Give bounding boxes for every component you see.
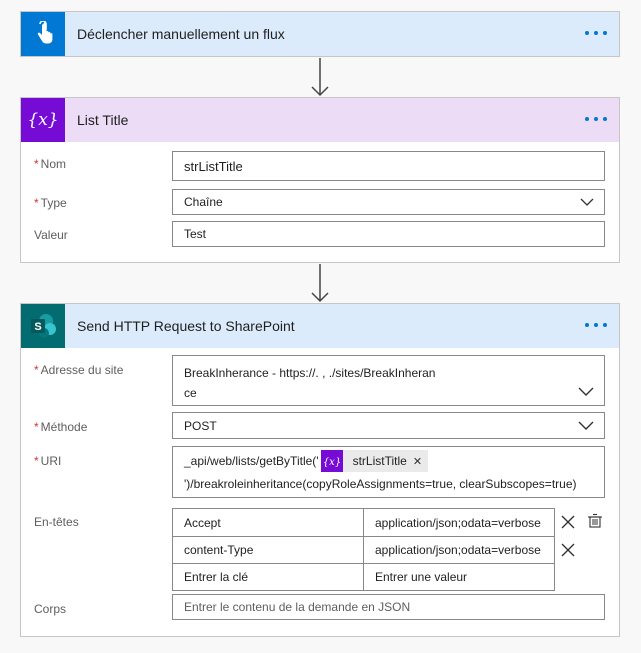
svg-text:{x}: {x} xyxy=(323,457,341,468)
header-value-cell[interactable]: application/json;odata=verbose xyxy=(375,515,541,530)
header-key-cell[interactable]: Accept xyxy=(173,509,364,536)
toggle-text-mode-icon[interactable] xyxy=(587,513,603,529)
sharepoint-icon: S xyxy=(21,304,65,348)
valeur-label: Valeur xyxy=(34,228,68,242)
flow-arrow-icon xyxy=(311,58,329,97)
headers-label: En-têtes xyxy=(34,515,79,529)
header-value-cell[interactable]: application/json;odata=verbose xyxy=(375,543,541,557)
sharepoint-card-header[interactable]: S Send HTTP Request to SharePoint xyxy=(21,304,619,348)
site-select[interactable]: BreakInherance - https://. , ./sites/Bre… xyxy=(172,355,605,406)
body-input[interactable]: Entrer le contenu de la demande en JSON xyxy=(172,594,605,620)
body-placeholder: Entrer le contenu de la demande en JSON xyxy=(184,600,411,614)
uri-suffix-text: ')/breakroleinheritance(copyRoleAssignme… xyxy=(184,477,577,491)
site-value-line2: ce xyxy=(184,386,197,400)
trigger-card-header[interactable]: Déclencher manuellement un flux xyxy=(21,12,619,56)
delete-row-icon[interactable] xyxy=(560,542,576,558)
uri-prefix-text: _api/web/lists/getByTitle(' xyxy=(184,454,319,468)
close-icon[interactable]: ✕ xyxy=(412,455,423,468)
sharepoint-title: Send HTTP Request to SharePoint xyxy=(77,318,295,334)
headers-table: Accept application/json;odata=verbose co… xyxy=(172,508,555,591)
site-label: *Adresse du site xyxy=(34,363,124,377)
table-row: content-Type application/json;odata=verb… xyxy=(173,536,554,563)
more-dots-icon[interactable] xyxy=(583,314,609,336)
nom-value: strListTitle xyxy=(184,158,243,174)
chevron-down-icon xyxy=(578,421,594,430)
type-label: *Type xyxy=(34,196,67,210)
uri-input[interactable]: _api/web/lists/getByTitle(' {x} strListT… xyxy=(172,446,605,498)
chevron-down-icon xyxy=(578,387,594,396)
headers-editor: Accept application/json;odata=verbose co… xyxy=(21,508,621,592)
site-value-line1: BreakInherance - https://. , ./sites/Bre… xyxy=(184,366,436,380)
touch-hand-icon xyxy=(21,12,65,56)
table-row: Entrer la clé Entrer une valeur xyxy=(173,563,554,590)
dynamic-content-token[interactable]: {x} strListTitle ✕ xyxy=(320,450,429,472)
trigger-title: Déclencher manuellement un flux xyxy=(77,26,285,42)
chevron-down-icon xyxy=(580,198,594,206)
variable-icon: {x} xyxy=(21,98,65,142)
header-key-cell[interactable]: content-Type xyxy=(173,537,364,563)
svg-text:{x}: {x} xyxy=(28,110,58,130)
variable-card[interactable]: {x} List Title *Nom strListTitle *Type C… xyxy=(20,97,620,263)
variable-title: List Title xyxy=(77,112,129,128)
valeur-value: Test xyxy=(184,227,207,241)
type-value: Chaîne xyxy=(184,195,223,209)
nom-label: *Nom xyxy=(34,157,67,171)
valeur-input[interactable]: Test xyxy=(172,221,605,247)
method-value: POST xyxy=(184,418,217,433)
sharepoint-card[interactable]: S Send HTTP Request to SharePoint *Adres… xyxy=(20,303,620,637)
flow-arrow-icon xyxy=(311,264,329,303)
method-label: *Méthode xyxy=(34,420,88,434)
trigger-card[interactable]: Déclencher manuellement un flux xyxy=(20,11,620,57)
variable-icon: {x} xyxy=(320,450,343,472)
svg-text:S: S xyxy=(34,321,41,333)
more-dots-icon[interactable] xyxy=(583,108,609,130)
header-value-input[interactable]: Entrer une valeur xyxy=(375,570,468,584)
token-label: strListTitle xyxy=(352,454,407,468)
delete-row-icon[interactable] xyxy=(560,514,576,530)
nom-input[interactable]: strListTitle xyxy=(172,151,605,181)
type-select[interactable]: Chaîne xyxy=(172,189,605,215)
more-dots-icon[interactable] xyxy=(583,22,609,44)
method-select[interactable]: POST xyxy=(172,412,605,439)
header-key-input[interactable]: Entrer la clé xyxy=(173,564,364,590)
uri-label: *URI xyxy=(34,454,62,468)
variable-card-header[interactable]: {x} List Title xyxy=(21,98,619,142)
table-row: Accept application/json;odata=verbose xyxy=(173,509,554,536)
body-label: Corps xyxy=(34,602,67,616)
